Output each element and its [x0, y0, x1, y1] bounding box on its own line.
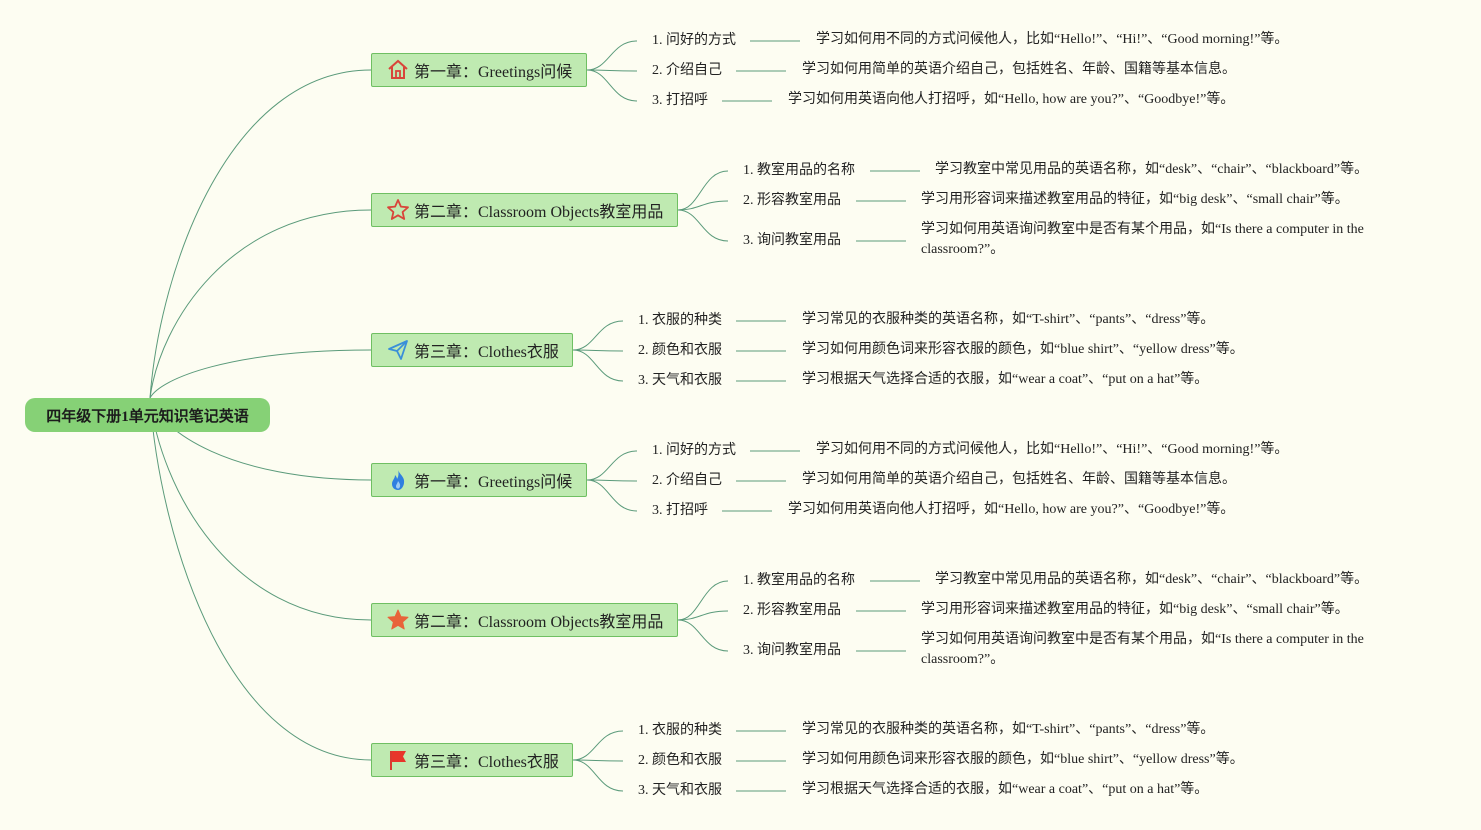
topic-description: 学习如何用简单的英语介绍自己，包括姓名、年龄、国籍等基本信息。: [802, 472, 1236, 487]
chapter-node-classroom-objects-2[interactable]: 第二章：Classroom Objects教室用品: [371, 603, 678, 637]
topic-description: 学习用形容词来描述教室用品的特征，如“big desk”、“small chai…: [921, 602, 1349, 617]
topic-description: 学习如何用英语向他人打招呼，如“Hello, how are you?”、“Go…: [788, 92, 1235, 107]
topic-description: 学习根据天气选择合适的衣服，如“wear a coat”、“put on a h…: [802, 782, 1209, 797]
topic-description: 学习如何用简单的英语介绍自己，包括姓名、年龄、国籍等基本信息。: [802, 62, 1236, 77]
flag-icon: [386, 748, 410, 772]
chapter-to-topic-connector: [572, 759, 624, 792]
topic-description-line-2: classroom?”。: [921, 652, 1005, 667]
root-to-chapter-connector: [149, 209, 372, 399]
chapter-node-clothes-2[interactable]: 第三章：Clothes衣服: [371, 743, 573, 777]
topic-label[interactable]: 2. 介绍自己: [652, 63, 722, 78]
root-node[interactable]: 四年级下册1单元知识笔记英语: [25, 398, 270, 432]
chapter-title: 第三章：Clothes衣服: [414, 754, 559, 771]
paper-plane-icon: [386, 338, 410, 362]
topic-label[interactable]: 2. 介绍自己: [652, 473, 722, 488]
chapter-to-topic-connector: [572, 349, 624, 382]
topic-label[interactable]: 1. 教室用品的名称: [743, 163, 855, 178]
chapter-to-topic-connector: [572, 349, 624, 352]
topic-description: 学习常见的衣服种类的英语名称，如“T-shirt”、“pants”、“dress…: [802, 312, 1215, 327]
chapter-to-topic-connector: [586, 479, 638, 482]
chapter-title: 第一章：Greetings问候: [414, 64, 573, 81]
root-to-chapter-connector: [149, 397, 372, 761]
chapter-to-topic-connector: [677, 209, 729, 242]
chapter-to-topic-connector: [586, 69, 638, 102]
topic-description-line-1: 学习如何用英语询问教室中是否有某个用品，如“Is there a compute…: [921, 222, 1364, 237]
topic-description: 学习教室中常见用品的英语名称，如“desk”、“chair”、“blackboa…: [935, 162, 1369, 177]
chapter-node-greetings-2[interactable]: 第一章：Greetings问候: [371, 463, 587, 497]
topic-label[interactable]: 3. 打招呼: [652, 503, 708, 518]
topic-label[interactable]: 1. 衣服的种类: [638, 313, 722, 328]
topic-label[interactable]: 3. 询问教室用品: [743, 233, 841, 248]
topic-label[interactable]: 2. 颜色和衣服: [638, 343, 722, 358]
topic-label[interactable]: 1. 教室用品的名称: [743, 573, 855, 588]
chapter-to-topic-connector: [586, 450, 638, 481]
chapter-node-clothes[interactable]: 第三章：Clothes衣服: [371, 333, 573, 367]
topic-label[interactable]: 1. 衣服的种类: [638, 723, 722, 738]
chapter-to-topic-connector: [677, 200, 729, 211]
chapter-title: 第三章：Clothes衣服: [414, 344, 559, 361]
topic-label[interactable]: 1. 问好的方式: [652, 33, 736, 48]
chapter-to-topic-connector: [572, 730, 624, 761]
chapter-to-topic-connector: [586, 40, 638, 71]
topic-description: 学习如何用不同的方式问候他人，比如“Hello!”、“Hi!”、“Good mo…: [816, 32, 1289, 47]
topic-description: 学习如何用颜色词来形容衣服的颜色，如“blue shirt”、“yellow d…: [802, 342, 1244, 357]
topic-description-line-2: classroom?”。: [921, 242, 1005, 257]
chapter-to-topic-connector: [586, 69, 638, 72]
topic-description-line-1: 学习如何用英语询问教室中是否有某个用品，如“Is there a compute…: [921, 632, 1364, 647]
topic-description: 学习如何用英语向他人打招呼，如“Hello, how are you?”、“Go…: [788, 502, 1235, 517]
home-icon: [386, 58, 410, 82]
root-to-chapter-connector: [149, 69, 372, 399]
root-to-chapter-connector: [149, 397, 372, 621]
topic-description: 学习教室中常见用品的英语名称，如“desk”、“chair”、“blackboa…: [935, 572, 1369, 587]
chapter-to-topic-connector: [677, 170, 729, 211]
topic-description: 学习如何用颜色词来形容衣服的颜色，如“blue shirt”、“yellow d…: [802, 752, 1244, 767]
topic-label[interactable]: 2. 形容教室用品: [743, 193, 841, 208]
chapter-title: 第一章：Greetings问候: [414, 474, 573, 491]
topic-label[interactable]: 3. 天气和衣服: [638, 373, 722, 388]
star-outline-icon: [386, 198, 410, 222]
topic-label[interactable]: 2. 颜色和衣服: [638, 753, 722, 768]
chapter-to-topic-connector: [677, 610, 729, 621]
chapter-to-topic-connector: [677, 580, 729, 621]
chapter-to-topic-connector: [586, 479, 638, 512]
topic-label[interactable]: 2. 形容教室用品: [743, 603, 841, 618]
chapter-title: 第二章：Classroom Objects教室用品: [414, 204, 664, 221]
flame-icon: [386, 468, 410, 492]
chapter-node-greetings[interactable]: 第一章：Greetings问候: [371, 53, 587, 87]
topic-label[interactable]: 3. 询问教室用品: [743, 643, 841, 658]
chapter-node-classroom-objects[interactable]: 第二章：Classroom Objects教室用品: [371, 193, 678, 227]
root-title: 四年级下册1单元知识笔记英语: [46, 408, 249, 425]
star-filled-icon: [386, 608, 410, 632]
topic-label[interactable]: 3. 打招呼: [652, 93, 708, 108]
topic-description: 学习常见的衣服种类的英语名称，如“T-shirt”、“pants”、“dress…: [802, 722, 1215, 737]
topic-description: 学习用形容词来描述教室用品的特征，如“big desk”、“small chai…: [921, 192, 1349, 207]
topic-label[interactable]: 3. 天气和衣服: [638, 783, 722, 798]
chapter-title: 第二章：Classroom Objects教室用品: [414, 614, 664, 631]
root-to-chapter-connector: [149, 349, 372, 399]
topic-label[interactable]: 1. 问好的方式: [652, 443, 736, 458]
chapter-to-topic-connector: [677, 619, 729, 652]
chapter-to-topic-connector: [572, 320, 624, 351]
topic-description: 学习根据天气选择合适的衣服，如“wear a coat”、“put on a h…: [802, 372, 1209, 387]
topic-description: 学习如何用不同的方式问候他人，比如“Hello!”、“Hi!”、“Good mo…: [816, 442, 1289, 457]
chapter-to-topic-connector: [572, 759, 624, 762]
